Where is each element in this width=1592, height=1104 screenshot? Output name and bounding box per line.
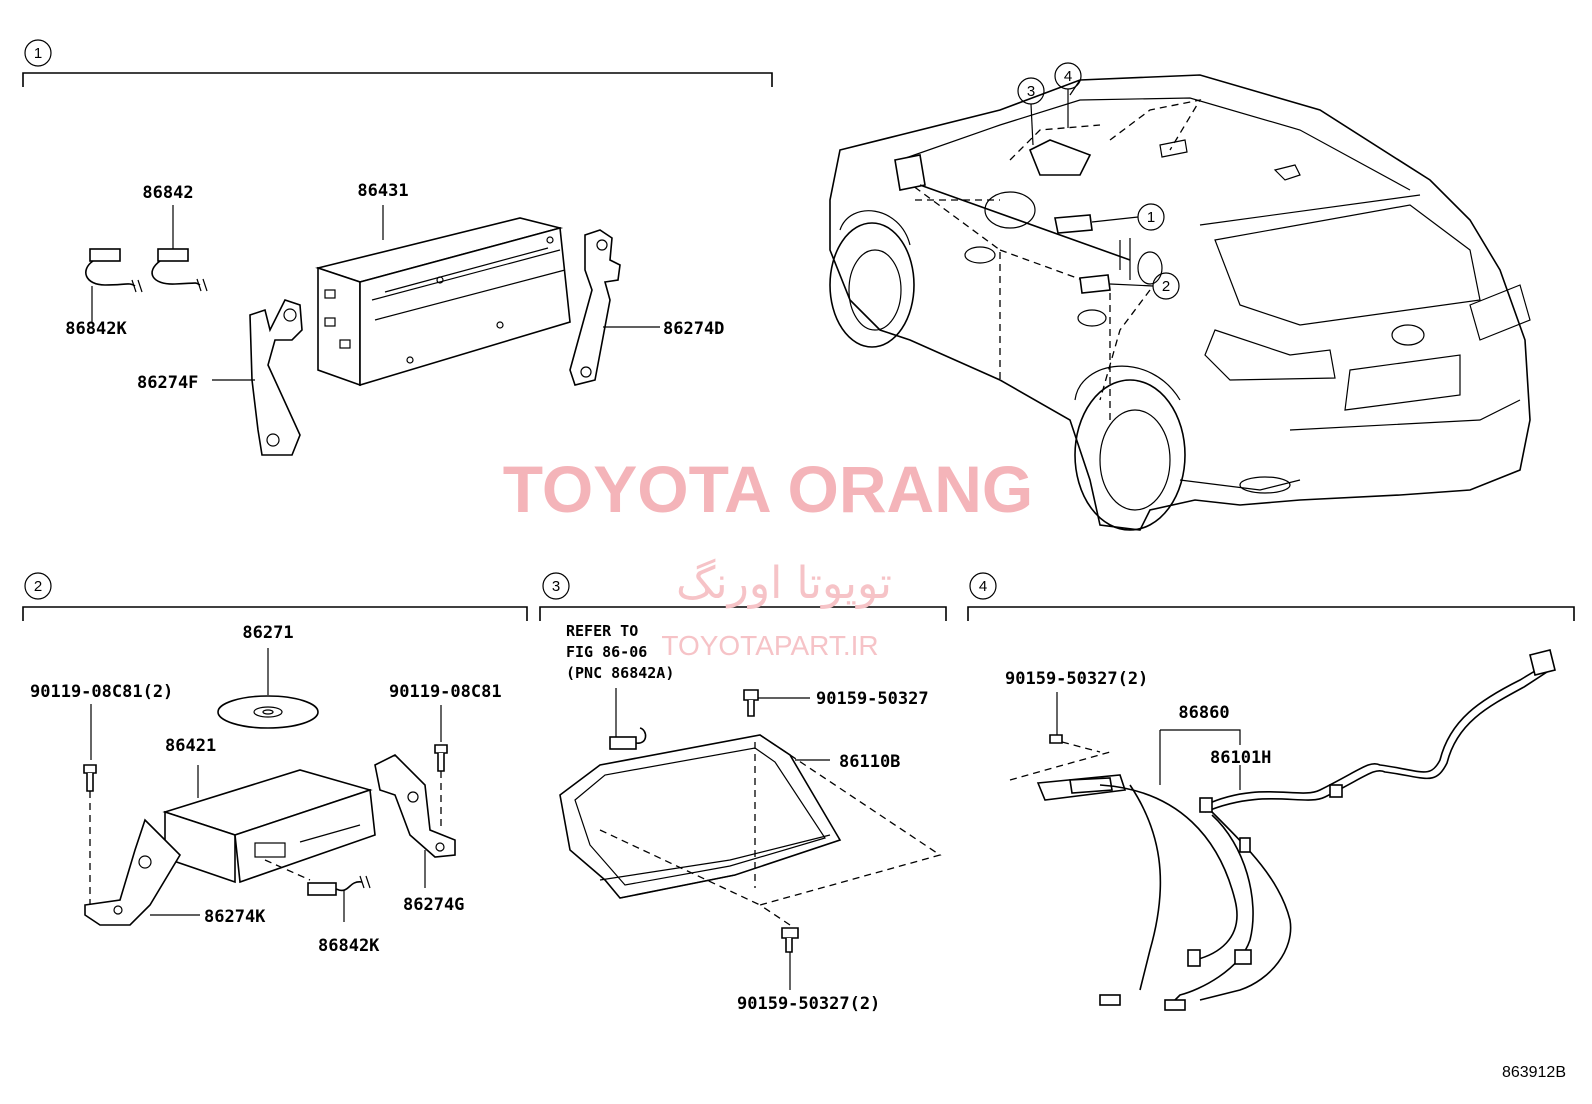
watermark-title: TOYOTA ORANG: [503, 452, 1033, 526]
screw-90159-50327-top-drawing: [743, 689, 810, 717]
section-1-bracket: [22, 72, 773, 87]
part-label-90119-08C81-2: 90119-08C81(2): [30, 682, 173, 702]
harness-86860-drawing: [1099, 729, 1241, 991]
section-1-marker: 1: [24, 39, 52, 67]
part-label-90159-50327-2-section3: 90159-50327(2): [737, 994, 880, 1014]
svg-text:3: 3: [1027, 83, 1035, 100]
section-1: 1: [22, 39, 773, 456]
bolt-90119-08C81-drawing: [434, 705, 448, 830]
bolt-90119-08C81-2-drawing: [83, 704, 97, 905]
camera-bracket-drawing: [1036, 774, 1127, 801]
part-label-86860: 86860: [1178, 703, 1229, 723]
part-label-86274F: 86274F: [137, 373, 198, 393]
part-label-86271: 86271: [242, 623, 293, 643]
wire-86842K-s2-drawing: [264, 859, 371, 922]
svg-text:4: 4: [1064, 68, 1072, 85]
unit-86421-drawing: [162, 765, 376, 884]
watermark-persian: تویوتا اورنگ: [676, 558, 892, 609]
part-label-86421: 86421: [165, 736, 216, 756]
radio-unit-86431-drawing: [315, 205, 571, 387]
screw-90159-50327-2-s4-drawing: [1009, 692, 1111, 781]
part-label-86842K-section2: 86842K: [318, 936, 380, 956]
part-label-86274D: 86274D: [663, 319, 724, 339]
refer-note: REFER TO FIG 86-06 (PNC 86842A): [566, 622, 674, 682]
wire-86842A-drawing: [609, 688, 647, 750]
section-3: 3 REFER TO FIG 86-06 (PNC 86842A): [539, 572, 947, 1014]
part-label-90159-50327: 90159-50327: [816, 689, 929, 709]
harness-86101H-drawing: [1099, 649, 1556, 1011]
bracket-86274G-drawing: [374, 754, 456, 888]
section-4-bracket: [967, 606, 1575, 621]
part-label-90119-08C81: 90119-08C81: [389, 682, 502, 702]
disc-86271-drawing: [217, 648, 319, 729]
section-2-marker: 2: [24, 572, 52, 600]
part-label-90159-50327-2-section4: 90159-50327(2): [1005, 669, 1148, 689]
svg-text:2: 2: [1162, 278, 1170, 295]
screw-90159-50327-bottom-drawing: [759, 904, 799, 990]
callout-1: 1: [1091, 203, 1165, 231]
part-label-86842: 86842: [142, 183, 193, 203]
svg-text:1: 1: [1147, 209, 1155, 226]
part-label-86842K-section1: 86842K: [65, 319, 127, 339]
refer-note-line2: FIG 86-06: [566, 643, 647, 661]
svg-text:4: 4: [979, 578, 987, 595]
svg-text:2: 2: [34, 578, 42, 595]
part-label-86431: 86431: [357, 181, 408, 201]
refer-note-line1: REFER TO: [566, 622, 638, 640]
callout-3: 3: [1017, 77, 1045, 146]
part-label-86274K: 86274K: [204, 907, 266, 927]
bracket-86274D-drawing: [569, 229, 660, 386]
wire-86842K-drawing: [85, 248, 143, 322]
section-1-number: 1: [34, 45, 42, 62]
wire-86842-drawing: [151, 205, 208, 292]
section-2-bracket: [22, 606, 528, 621]
watermark-url: TOYOTAPART.IR: [661, 630, 878, 661]
section-2: 2: [22, 572, 528, 956]
part-label-86101H: 86101H: [1210, 748, 1271, 768]
watermark: TOYOTA ORANG تویوتا اورنگ TOYOTAPART.IR: [503, 452, 1033, 661]
svg-text:3: 3: [552, 578, 560, 595]
part-label-86110B: 86110B: [839, 752, 900, 772]
callout-2: 2: [1109, 272, 1180, 300]
section-3-bracket: [539, 606, 947, 621]
section-3-marker: 3: [542, 572, 570, 600]
diagram-code: 863912B: [1502, 1064, 1566, 1081]
refer-note-line3: (PNC 86842A): [566, 664, 674, 682]
section-4-marker: 4: [969, 572, 997, 600]
part-label-86274G: 86274G: [403, 895, 464, 915]
bracket-86274F-drawing: [212, 299, 303, 456]
vehicle-illustration: 3 4 1 2: [829, 62, 1531, 531]
display-86110B-drawing: [559, 734, 942, 906]
section-4: 4: [967, 572, 1575, 1011]
callout-4: 4: [1054, 62, 1082, 128]
bracket-86274K-drawing: [84, 818, 200, 926]
